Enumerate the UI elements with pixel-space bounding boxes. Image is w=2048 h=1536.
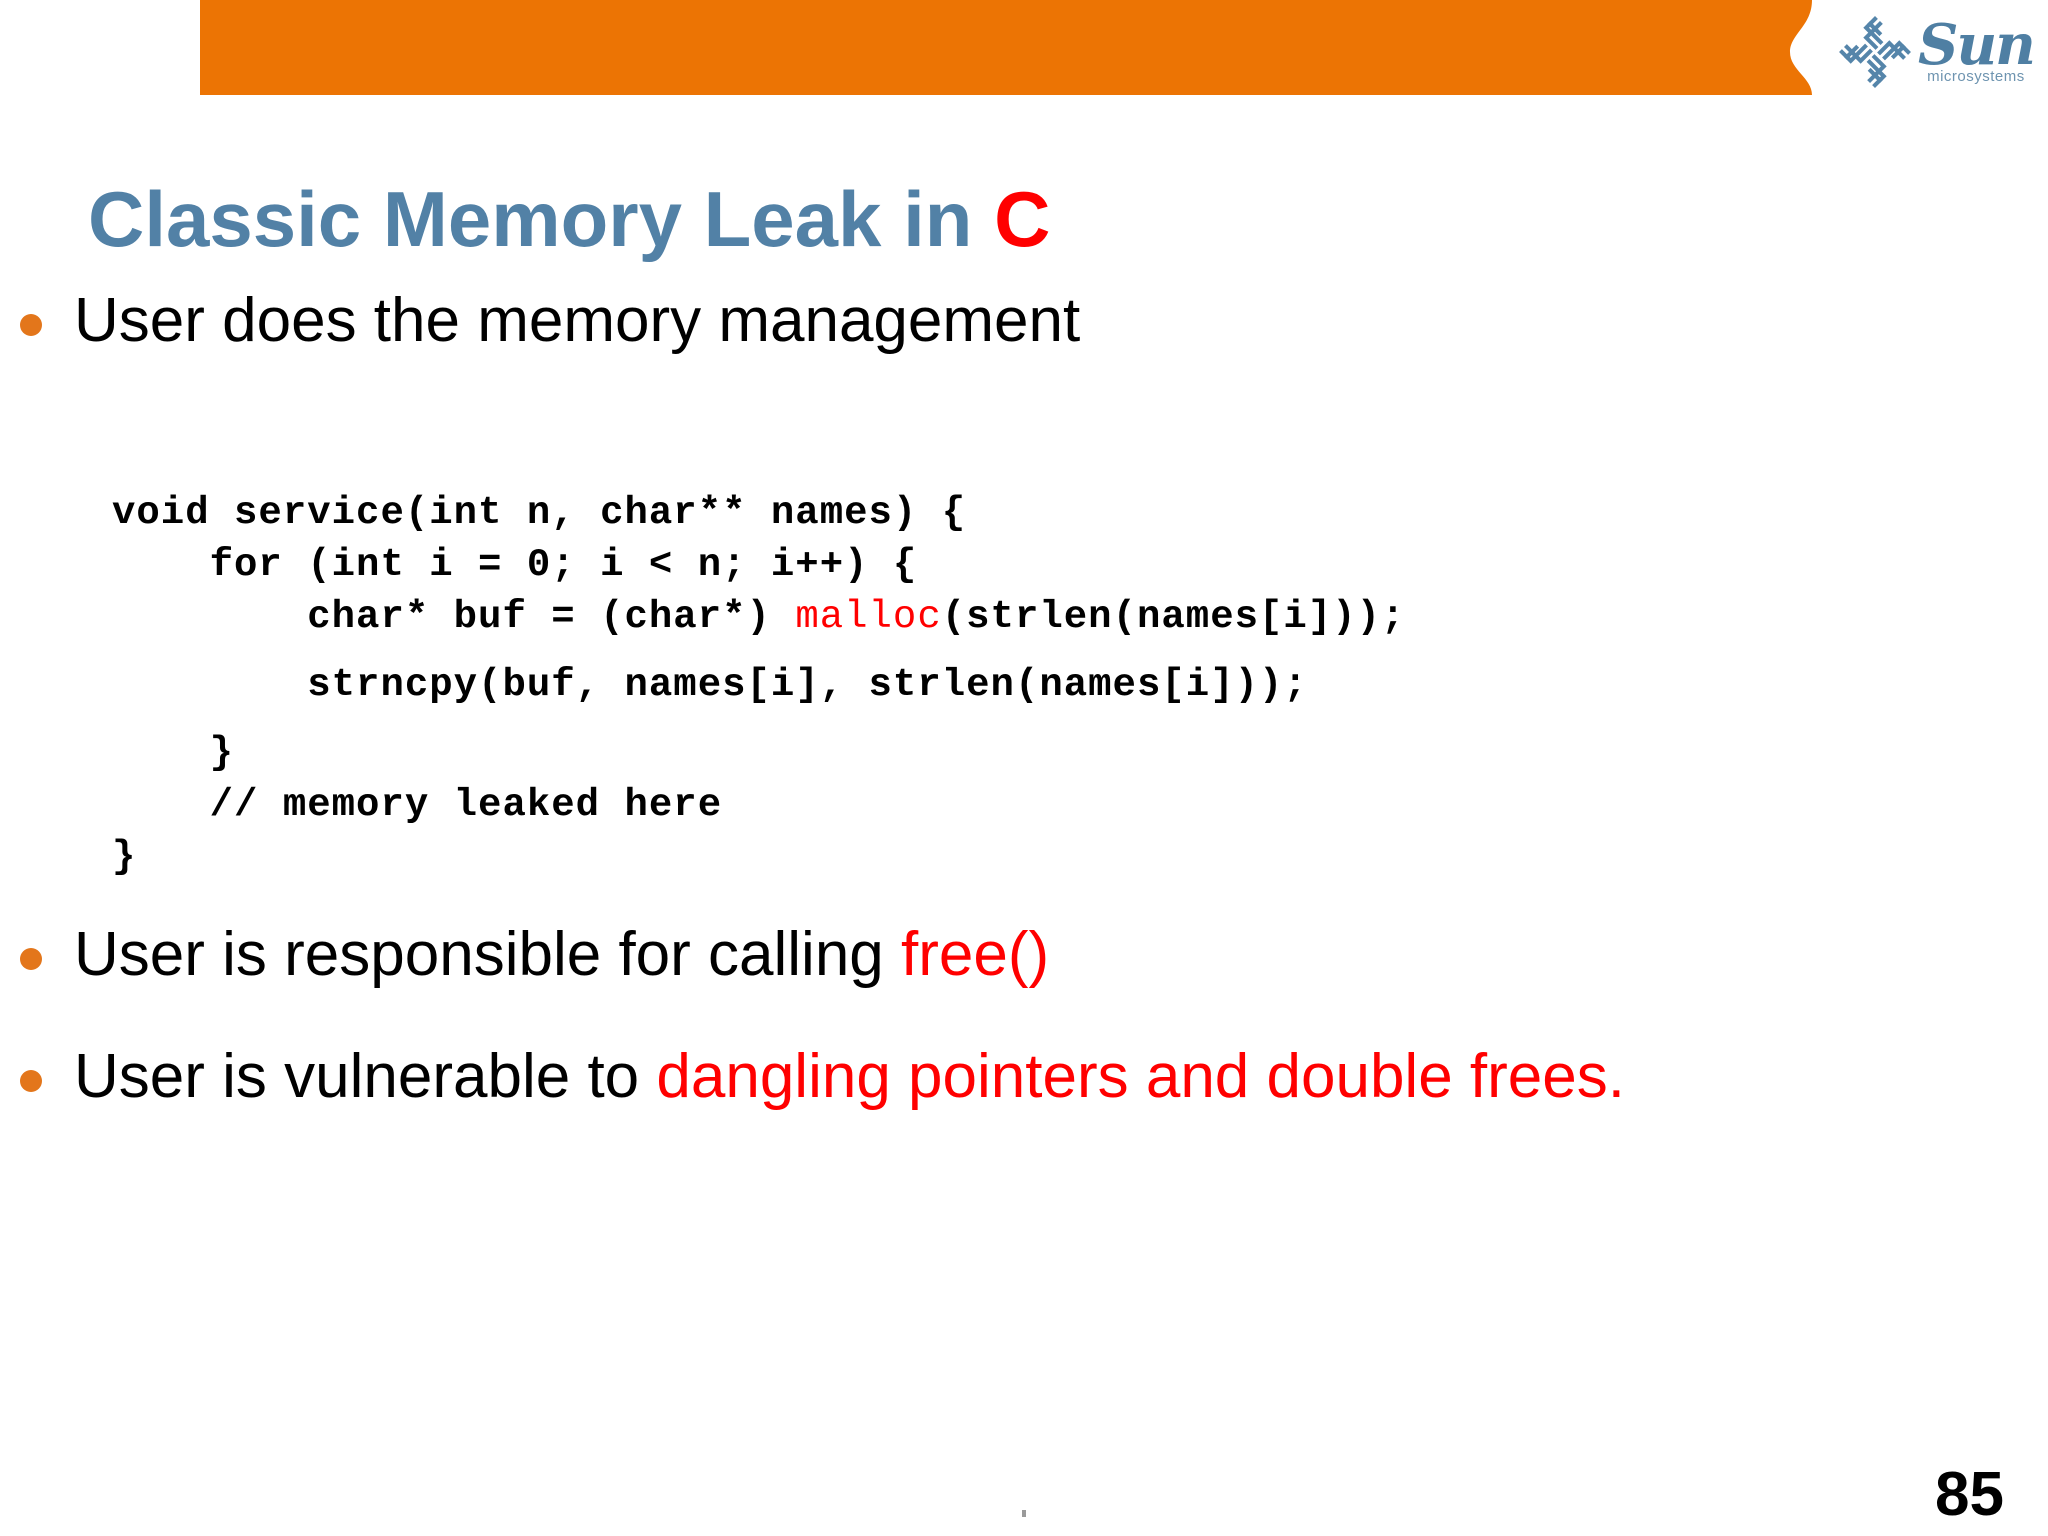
code-segment-malloc: malloc (795, 595, 942, 639)
code-block: void service(int n, char** names) { for … (112, 494, 1405, 890)
sun-diamond-logo-icon (1839, 16, 1911, 88)
bullet-text-red: free() (901, 920, 1050, 989)
code-line: } (112, 731, 235, 775)
sun-microsystems-logo: Sun microsystems (1836, 6, 2036, 98)
bullet-text: User is vulnerable to dangling pointers … (74, 1044, 1625, 1109)
code-line: char* buf = (char*) malloc(strlen(names[… (112, 598, 1405, 650)
header-orange-band (0, 0, 2048, 102)
bullet-item: User is responsible for calling free() (20, 922, 1049, 987)
page-title-accent: C (994, 175, 1051, 264)
bullet-text-red: dangling pointers and double frees. (656, 1042, 1625, 1111)
bullet-text-black: User is vulnerable to (74, 1042, 657, 1111)
bullet-text-black: User does the memory management (74, 286, 1081, 355)
code-line: strncpy(buf, names[i], strlen(names[i]))… (112, 663, 1308, 707)
band-shape (200, 0, 1812, 95)
logo-wordmark: Sun microsystems (1918, 11, 2036, 86)
page-title-main: Classic Memory Leak in (88, 175, 995, 264)
logo-word-microsystems: microsystems (1927, 68, 2025, 86)
bullet-item: User is vulnerable to dangling pointers … (20, 1044, 1625, 1109)
page-title: Classic Memory Leak in C (88, 180, 1050, 258)
logo-word-sun: Sun (1918, 11, 2036, 78)
footer-marker (1022, 1510, 1026, 1517)
bullet-dot-icon (20, 948, 42, 970)
bullet-text: User is responsible for calling free() (74, 922, 1049, 987)
code-line: void service(int n, char** names) { (112, 491, 967, 535)
bullet-dot-icon (20, 314, 42, 336)
code-line: // memory leaked here (112, 783, 723, 827)
code-segment-plain: char* buf = (char*) (112, 595, 796, 639)
code-line: } (112, 835, 137, 879)
bullet-dot-icon (20, 1070, 42, 1092)
page-number: 85 (1935, 1460, 2004, 1529)
bullet-text-black: User is responsible for calling (74, 920, 902, 989)
bullet-item: User does the memory management (20, 288, 1080, 353)
bullet-text: User does the memory management (74, 288, 1080, 353)
code-segment-plain: (strlen(names[i])); (941, 595, 1406, 639)
code-line: for (int i = 0; i < n; i++) { (112, 543, 918, 587)
